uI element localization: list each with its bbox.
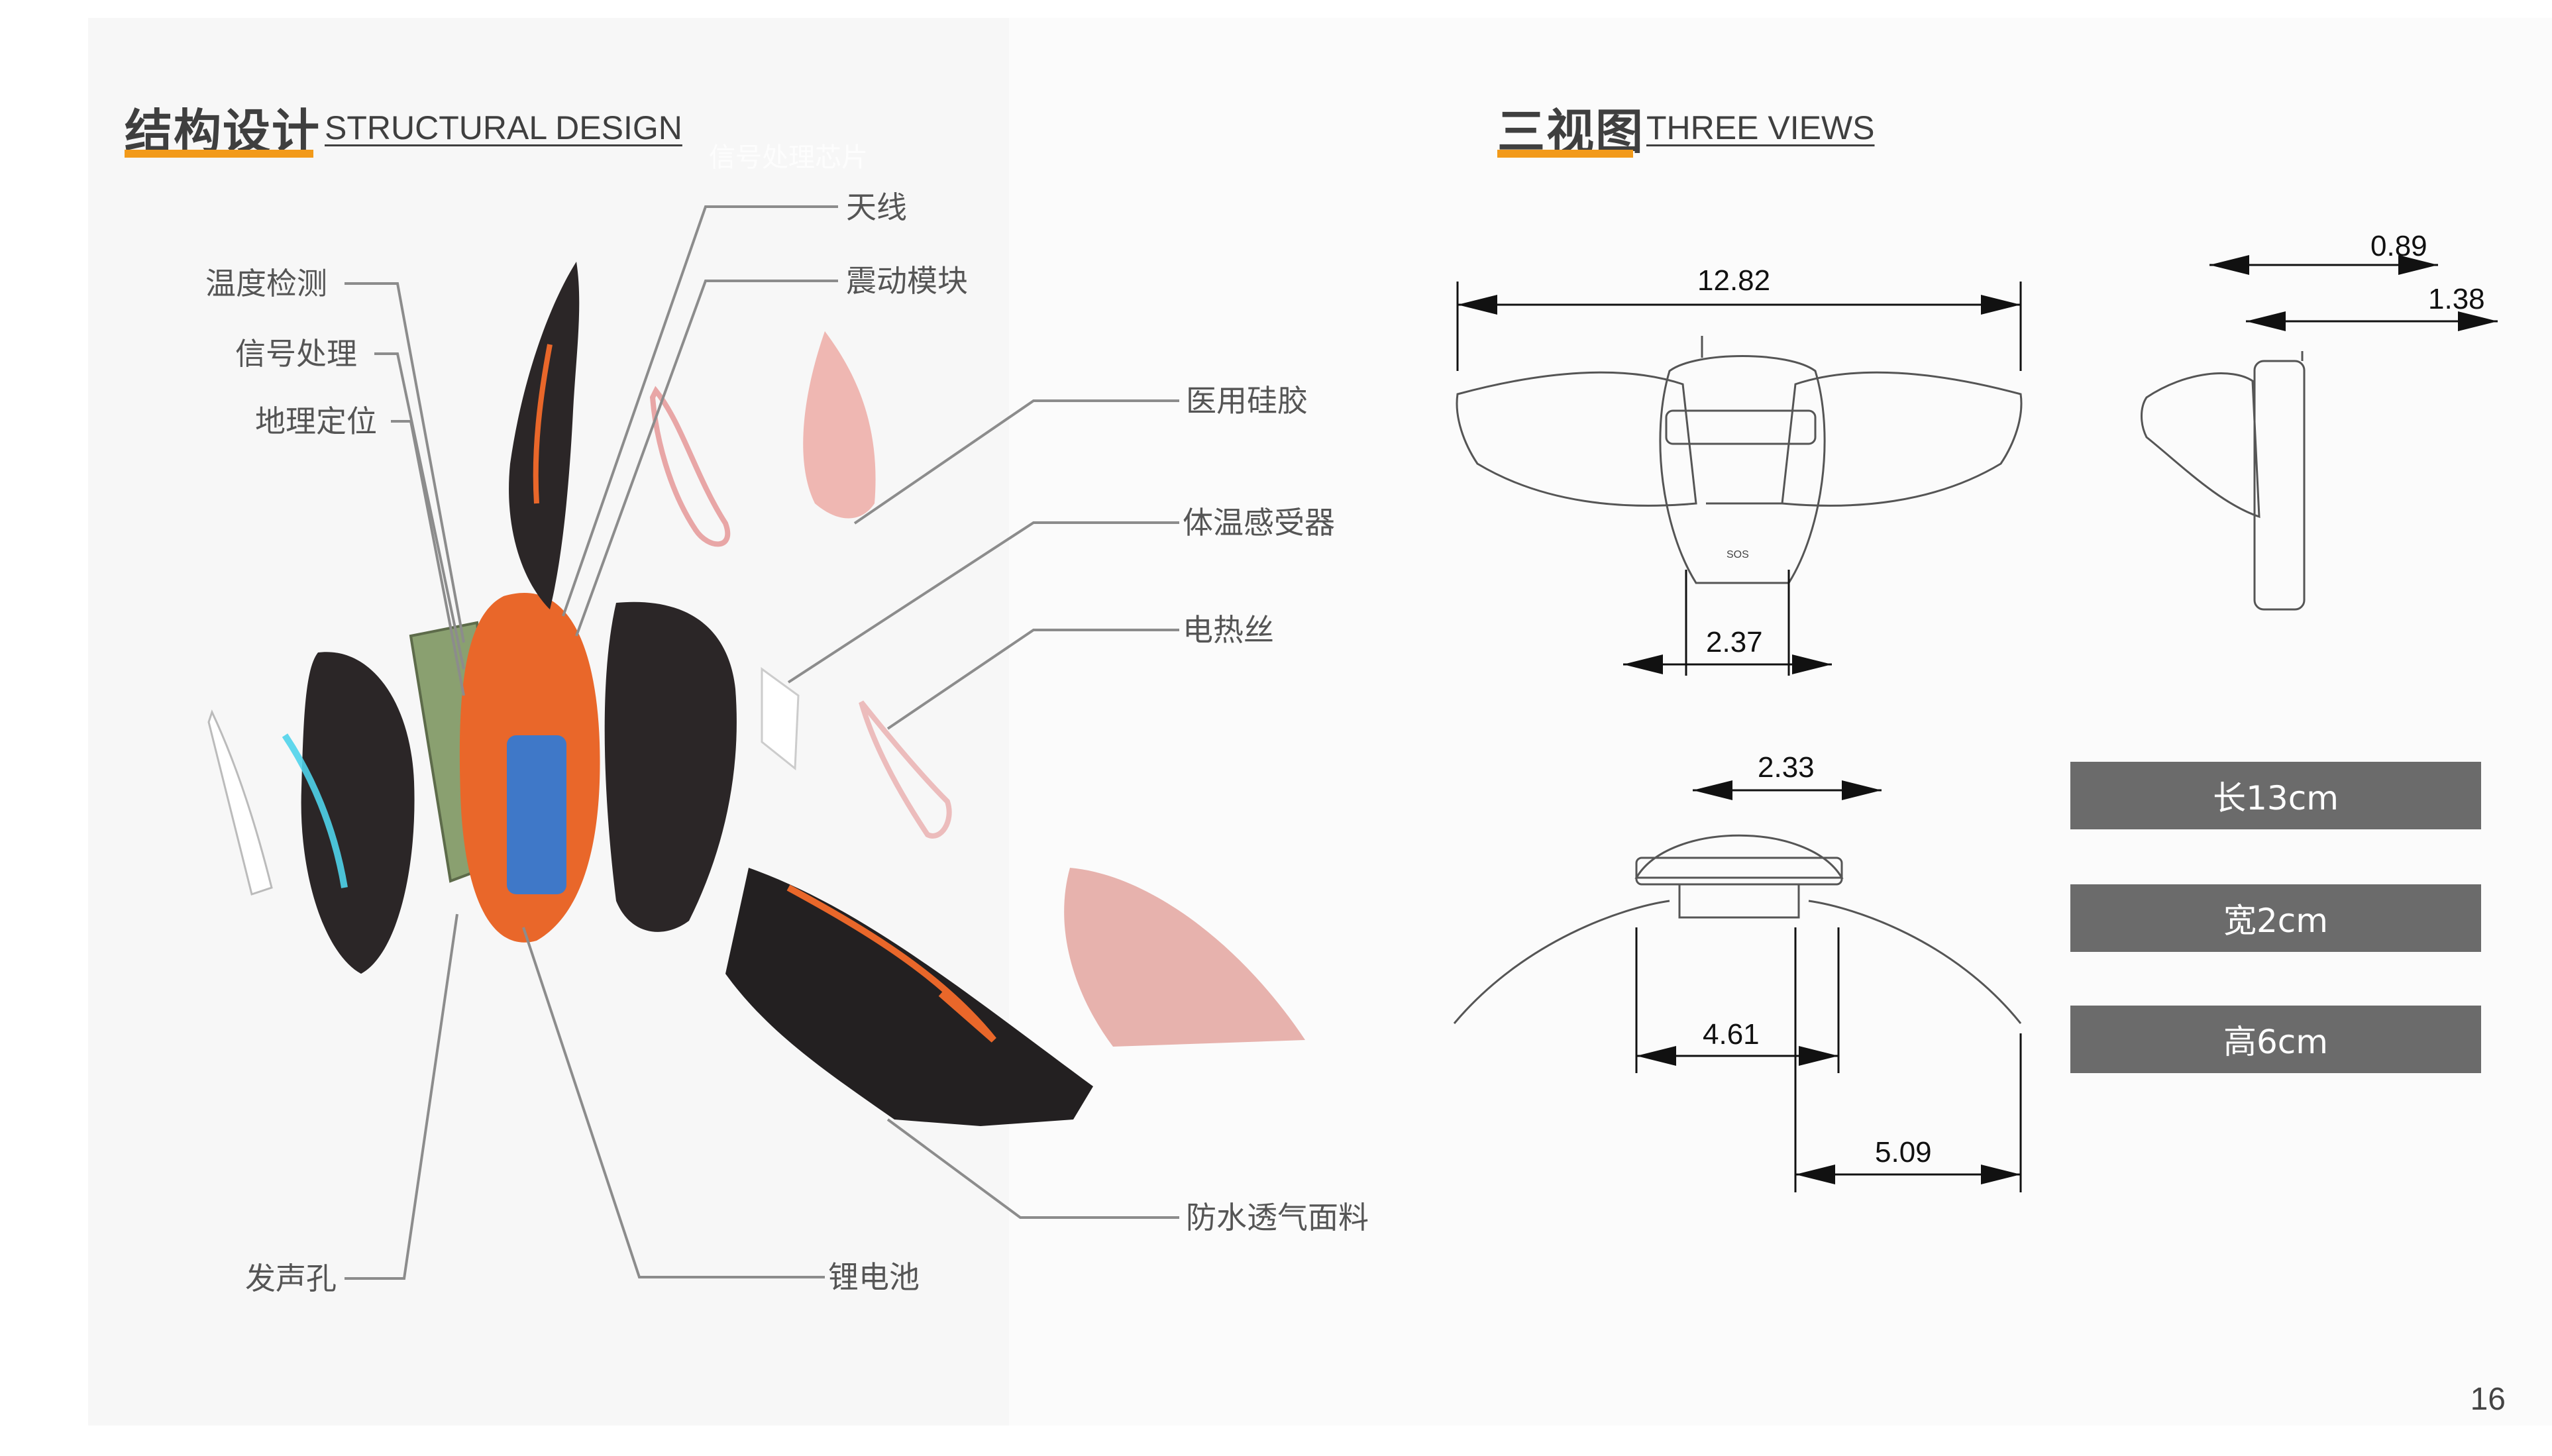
back-shell (604, 601, 737, 932)
label-body-temp-sensor: 体温感受器 (1183, 505, 1335, 541)
antenna-strap (509, 262, 580, 609)
label-geolocation: 地理定位 (255, 403, 377, 439)
label-medical-silicone: 医用硅胶 (1186, 383, 1308, 419)
front-shell (301, 652, 415, 974)
dim-front-width: 12.82 (1697, 264, 1771, 297)
label-signal-processing: 信号处理 (235, 336, 357, 372)
dim-side-top: 0.89 (2370, 230, 2427, 262)
dim-top-top: 2.33 (1758, 751, 1815, 784)
spec-length: 长13cm (2070, 762, 2481, 829)
heating-wire (859, 700, 952, 839)
wire-loop-upper (649, 386, 731, 547)
dim-top-right: 5.09 (1875, 1136, 1932, 1169)
fabric-wing (725, 868, 1093, 1126)
front-view (1456, 336, 2023, 584)
structural-title-en: STRUCTURAL DESIGN (325, 109, 682, 146)
dim-side-depth: 1.38 (2428, 283, 2485, 315)
battery (507, 735, 566, 894)
sos-mark: SOS (1727, 549, 1749, 560)
label-sound-hole: 发声孔 (245, 1261, 337, 1296)
label-waterproof-fabric: 防水透气面料 (1186, 1200, 1369, 1235)
sensor-pad (761, 667, 800, 771)
side-view (2141, 351, 2306, 611)
exploded-device (207, 262, 1305, 1126)
three-views-title-en: THREE VIEWS (1646, 109, 1875, 146)
label-vibration-module: 震动模块 (846, 263, 968, 299)
spec-height: 高6cm (2070, 1006, 2481, 1073)
spec-width: 宽2cm (2070, 884, 2481, 952)
label-antenna: 天线 (846, 189, 907, 225)
page-number: 16 (2470, 1382, 2506, 1417)
three-views-title-bar (1497, 150, 1633, 158)
light-strip (282, 733, 348, 888)
label-heating-wire: 电热丝 (1183, 612, 1274, 648)
silicone-piece (803, 331, 876, 519)
label-temperature-detection: 温度检测 (205, 266, 327, 301)
three-views-panel (1009, 18, 2552, 1426)
dim-front-bottom: 2.37 (1706, 626, 1763, 658)
leader-lines (345, 205, 1179, 1280)
front-cap-piece (207, 709, 273, 896)
ghost-chip-label: 信号处理芯片 (709, 142, 868, 173)
pink-wing (1064, 868, 1305, 1047)
dimension-lines (1456, 255, 2498, 1192)
top-view (1453, 834, 2022, 1024)
structural-title-bar (125, 150, 313, 158)
dim-top-mid: 4.61 (1703, 1018, 1760, 1051)
label-lithium-battery: 锂电池 (828, 1259, 920, 1295)
